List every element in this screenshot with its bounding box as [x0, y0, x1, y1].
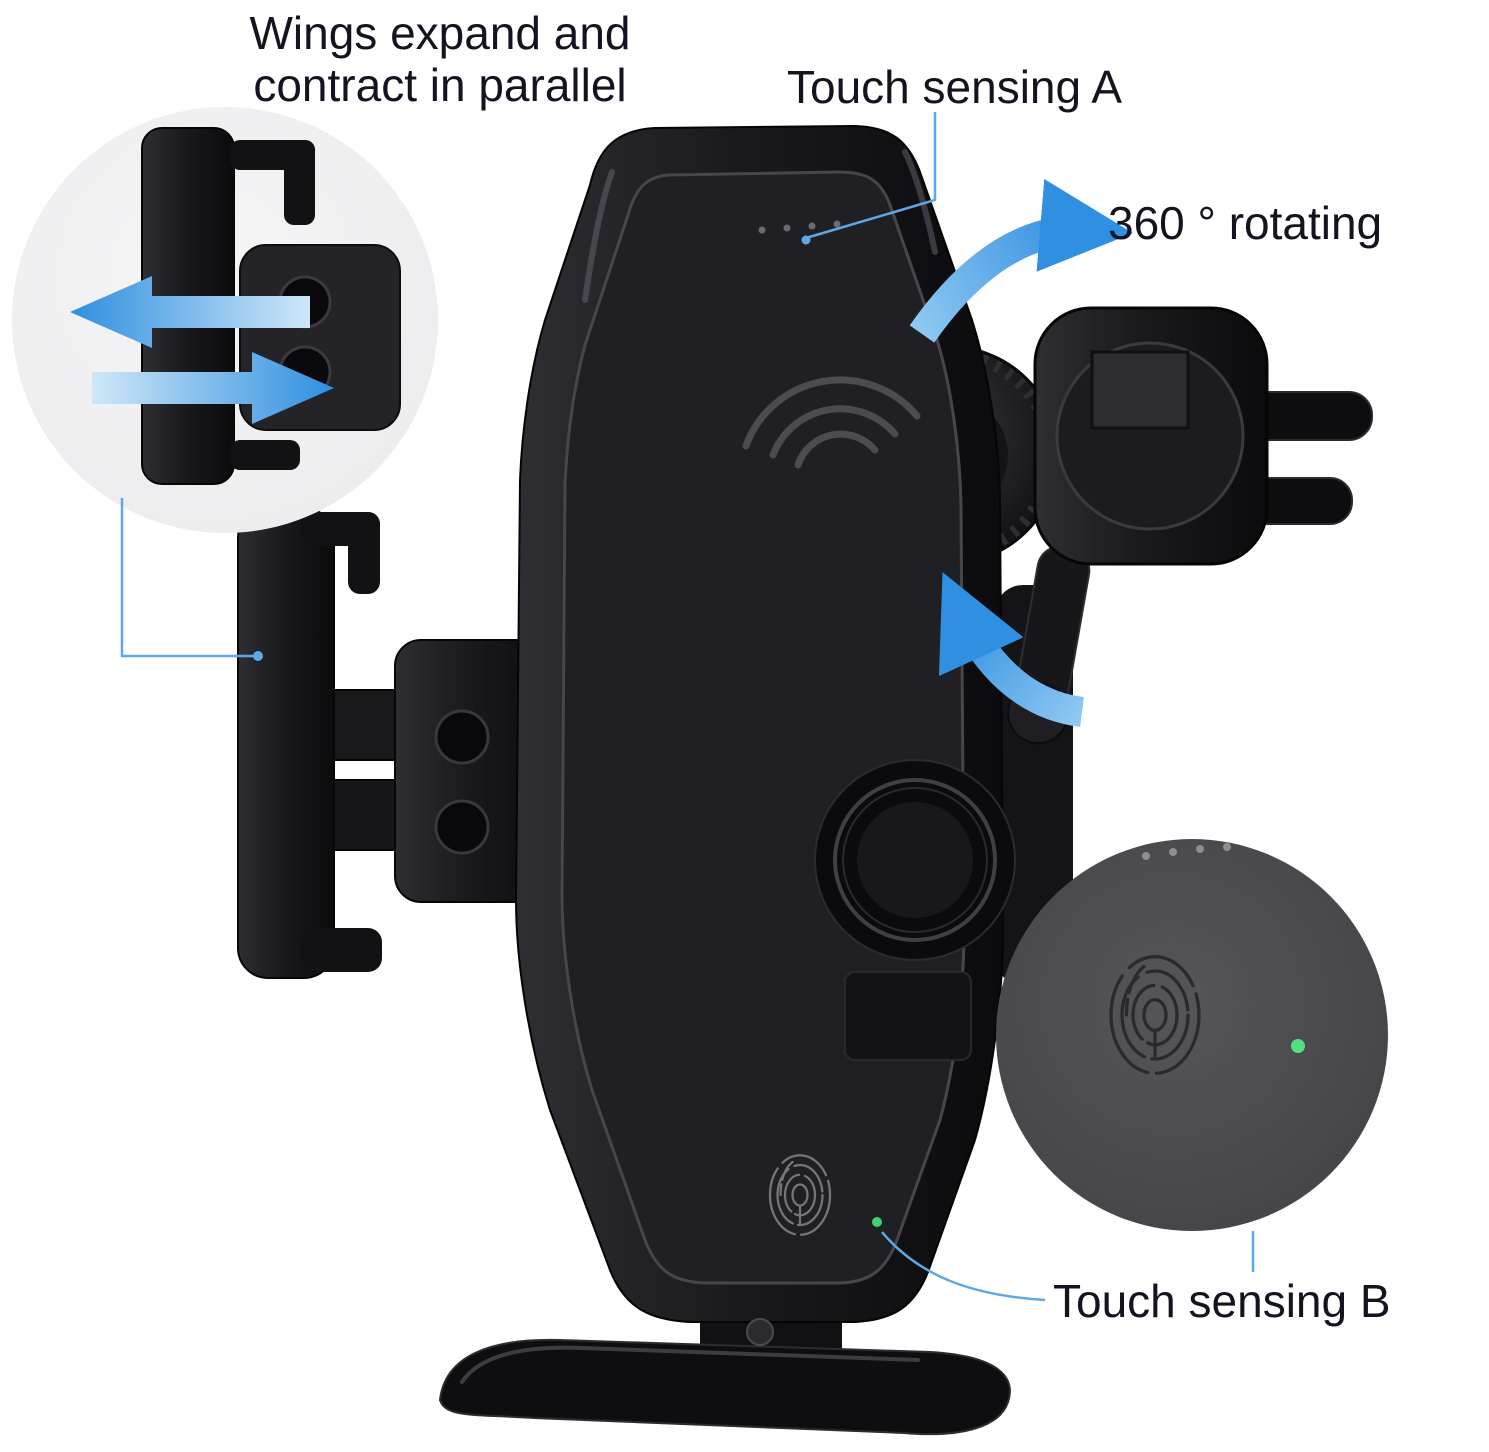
pad-block	[844, 971, 972, 1061]
callout-line-wings	[120, 498, 254, 658]
magnetic-pad	[814, 759, 1016, 1061]
annotation-touch-sensing-b: Touch sensing B	[1053, 1275, 1391, 1327]
wing-hole	[434, 709, 490, 765]
callout-dot	[253, 651, 263, 661]
callout-dot	[801, 235, 811, 245]
annotation-wings-line1: Wings expand and	[249, 7, 631, 59]
green-led	[1291, 1039, 1305, 1053]
annotation-360-rotating: 360 ° rotating	[1108, 197, 1383, 249]
callout-line-touch-b-device	[881, 1231, 1046, 1302]
clip-slot	[1090, 350, 1190, 430]
expand-right-arrow-icon	[92, 352, 334, 424]
rotate-arrows-icon	[909, 179, 1134, 727]
green-led	[872, 1217, 882, 1227]
expand-left-arrow-icon	[70, 276, 310, 348]
led-indicator-dots	[758, 220, 841, 234]
sensor-closeup-inset	[996, 839, 1388, 1231]
vent-clip	[1033, 306, 1373, 566]
inset-led-dots	[1142, 843, 1231, 860]
hinge-screw	[746, 1318, 774, 1346]
decorative-arcs	[742, 376, 921, 469]
annotation-touch-sensing-a: Touch sensing A	[787, 61, 1123, 113]
wing-hole	[434, 799, 490, 855]
rotate-ccw-arrow-icon	[939, 572, 1085, 727]
callout-lines	[120, 112, 1255, 1302]
rotate-cw-arrow-icon	[909, 179, 1134, 343]
wing-closeup-inset	[12, 107, 438, 533]
expansion-wing-left	[237, 507, 556, 979]
callout-line-touch-a	[805, 112, 937, 240]
annotation-wings-line2: contract in parallel	[253, 59, 627, 111]
